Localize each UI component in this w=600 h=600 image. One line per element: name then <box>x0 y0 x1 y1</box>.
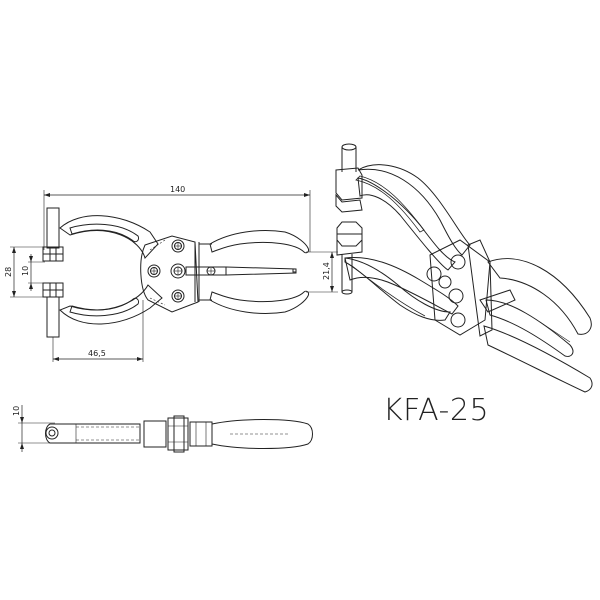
dim-jaw-outer-gap: 28 <box>4 267 13 277</box>
dim-overall-length: 140 <box>170 185 185 194</box>
bolt-icon <box>171 239 185 253</box>
top-view: 140 <box>4 185 338 362</box>
dim-jaw-opening: 21,4 <box>322 262 331 280</box>
isometric-view <box>335 143 593 393</box>
side-view: 10 <box>12 405 313 453</box>
model-label: KFA-25 <box>383 393 490 428</box>
dim-jaw-depth: 46,5 <box>88 349 106 358</box>
dim-jaw-inner-gap: 10 <box>21 266 30 276</box>
dim-thickness: 10 <box>12 406 21 416</box>
